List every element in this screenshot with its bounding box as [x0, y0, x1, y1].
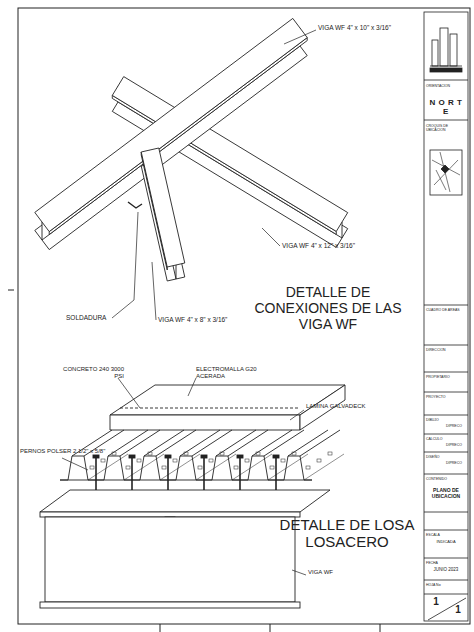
concrete-edge	[110, 415, 300, 430]
galvadeck-sheet	[60, 430, 344, 480]
beam-bottom-flange	[40, 602, 300, 608]
stud-bolts	[93, 455, 279, 490]
title-block-text: DIBUJO	[426, 418, 446, 422]
callout-label: VIGA WF 4" x 10" x 3/16"	[318, 24, 428, 31]
title-block-text: CUADRO DE AREAS	[426, 308, 466, 312]
title-block	[424, 12, 468, 621]
beam-flange	[40, 490, 330, 512]
callout-label: VIGA WF 4" x 8" x 3/16"	[158, 316, 268, 323]
title-block-text: 1	[450, 604, 466, 616]
beam-flange-edge	[40, 512, 300, 517]
callout-label: DETALLE DE LOSA LOSACERO	[272, 516, 422, 551]
title-block-text: HOJA No	[426, 583, 466, 587]
title-block-text: DIRECCION	[426, 348, 466, 352]
weld-mark	[128, 202, 142, 208]
title-block-text: PROYECTO	[426, 395, 466, 399]
wf-beam-connection	[35, 18, 348, 281]
title-block-text: CROQUIS DE UBICACION	[426, 124, 466, 132]
losacero-slab	[40, 385, 345, 608]
title-block-text: INDICADA	[426, 540, 466, 545]
title-block-text: 1	[428, 596, 444, 608]
beam-body	[45, 517, 295, 602]
title-block-text: CONTENIDO	[426, 477, 466, 481]
mesh	[120, 408, 300, 409]
callout-label: VIGA WF	[308, 569, 348, 576]
callout-label: ELECTROMALLA G20 ACERADA	[196, 366, 266, 380]
title-block-text: ORIENTACION	[426, 84, 466, 88]
wf-beam	[141, 148, 185, 281]
callout-label: SOLDADURA	[66, 314, 116, 321]
callout-label: CONCRETO 240 3000 PSI	[60, 366, 124, 380]
title-block-text: DIPRECO	[446, 424, 466, 428]
title-block-text: PROPIETARIO	[426, 375, 466, 379]
callout-label: LAMINA GALVADECK	[306, 403, 386, 410]
callout-label: DETALLE DE CONEXIONES DE LAS VIGA WF	[238, 284, 418, 332]
sheet-border	[18, 8, 470, 624]
title-block-text: CALCULO	[426, 437, 446, 441]
title-block-text: DISEÑO	[426, 455, 446, 459]
title-block-text: PLANO DE UBICACION	[426, 488, 466, 500]
title-block-text: ESCALA	[426, 533, 466, 537]
title-block-text: DIPRECO	[446, 461, 466, 465]
callout-label: VIGA WF 4" x 12" x 3/16"	[282, 242, 392, 249]
title-block-text: FECHA	[426, 561, 466, 565]
title-block-text: JUNIO 2023	[426, 567, 466, 572]
title-block-text: N O R T E	[426, 98, 466, 116]
callout-label: PERNOS POLSER 2 1/2" x 5/8"	[20, 448, 110, 455]
title-block-text: DIPRECO	[446, 443, 466, 447]
